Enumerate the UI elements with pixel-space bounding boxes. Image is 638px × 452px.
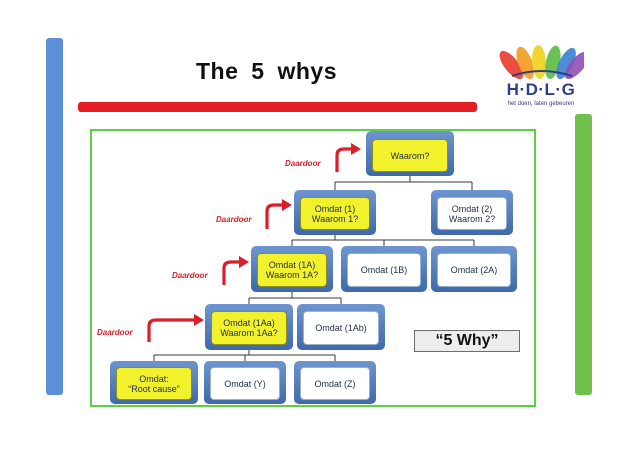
node-label: Omdat (Y) bbox=[224, 378, 266, 389]
logo-hand-shape bbox=[499, 50, 524, 80]
logo-hand-shape bbox=[564, 51, 584, 80]
slide-title: The 5 whys bbox=[196, 58, 337, 84]
node-omdat-2a: Omdat (2A) bbox=[437, 253, 511, 287]
node-label: Omdat: “Root cause” bbox=[128, 373, 180, 394]
logo-text: H·D·L·G bbox=[506, 80, 576, 99]
daardoor-label: Daardoor bbox=[285, 159, 321, 168]
node-label: Waarom? bbox=[390, 150, 430, 161]
node-waarom: Waarom? bbox=[372, 139, 448, 172]
node-omdat-1: Omdat (1) Waarom 1? bbox=[300, 197, 370, 230]
node-omdat-2: Omdat (2) Waarom 2? bbox=[437, 197, 507, 230]
node-omdat-y: Omdat (Y) bbox=[210, 367, 280, 400]
left-accent-bar bbox=[46, 38, 63, 395]
node-label: Omdat (1) Waarom 1? bbox=[311, 203, 359, 224]
daardoor-label: Daardoor bbox=[97, 328, 133, 337]
logo-hand-shape bbox=[556, 47, 576, 80]
node-omdat-1b: Omdat (1B) bbox=[347, 253, 421, 287]
logo-arc bbox=[511, 70, 573, 77]
node-omdat-z: Omdat (Z) bbox=[300, 367, 370, 400]
node-label: Omdat (1A) Waarom 1A? bbox=[265, 260, 319, 280]
daardoor-label: Daardoor bbox=[216, 215, 252, 224]
title-underline bbox=[78, 102, 477, 112]
logo-tagline: het doen, laten gebeuren bbox=[507, 101, 575, 107]
node-label: Omdat (2A) bbox=[450, 265, 498, 275]
node-omdat-1aa: Omdat (1Aa) Waarom 1Aa? bbox=[211, 311, 287, 345]
node-label: Omdat (1Aa) Waarom 1Aa? bbox=[220, 318, 278, 338]
node-omdat-1a: Omdat (1A) Waarom 1A? bbox=[257, 253, 327, 287]
node-omdat-1ab: Omdat (1Ab) bbox=[303, 311, 379, 345]
hdlg-logo-hands-icon bbox=[499, 45, 584, 80]
node-label: Omdat (2) Waarom 2? bbox=[448, 203, 496, 224]
five-why-badge: “5 Why” bbox=[414, 330, 520, 352]
node-label: Omdat (Z) bbox=[314, 378, 356, 389]
node-label: Omdat (1Ab) bbox=[315, 323, 367, 333]
node-label: Omdat (1B) bbox=[360, 265, 408, 275]
right-accent-bar bbox=[575, 114, 592, 395]
daardoor-label: Daardoor bbox=[172, 271, 208, 280]
node-root-cause: Omdat: “Root cause” bbox=[116, 367, 192, 400]
